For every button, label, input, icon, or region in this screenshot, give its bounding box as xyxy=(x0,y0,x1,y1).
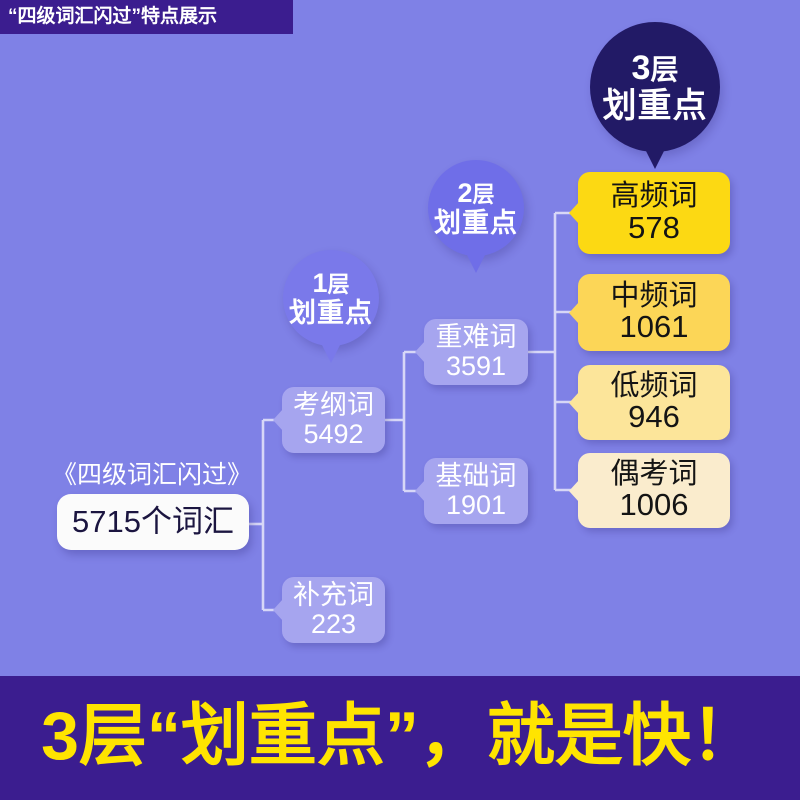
node-oukao: 偶考词 1006 xyxy=(578,453,730,528)
node-dipin-count: 946 xyxy=(628,399,680,435)
bubble-layer3-line1: 3层 xyxy=(631,48,679,87)
root-node-value: 5715个词汇 xyxy=(72,503,234,539)
node-kaogang-count: 5492 xyxy=(303,419,364,449)
node-zhongnan-count: 3591 xyxy=(445,351,507,381)
bubble-layer3-line2: 划重点 xyxy=(602,87,708,125)
bottom-banner-text: 3层“划重点”，就是快！ xyxy=(41,698,759,774)
node-jichu: 基础词 1901 xyxy=(424,458,528,524)
top-banner-text: “四级词汇闪过”特点展示 xyxy=(8,6,218,27)
node-buchong-count: 223 xyxy=(310,609,357,639)
bubble-layer1: 1层 划重点 xyxy=(283,250,379,363)
bubble-layer2-tail xyxy=(465,251,487,273)
node-gaopin-count: 578 xyxy=(628,209,680,245)
bubble-layer2: 2层 划重点 xyxy=(428,160,524,273)
node-buchong-label: 补充词 xyxy=(293,580,374,611)
node-jichu-count: 1901 xyxy=(445,490,507,520)
bottom-banner: 3层“划重点”，就是快！ xyxy=(0,676,800,800)
bubble-layer3-tail xyxy=(644,147,666,169)
node-gaopin-label: 高频词 xyxy=(610,180,698,213)
node-zhongnan: 重难词 3591 xyxy=(424,319,528,385)
top-banner: “四级词汇闪过”特点展示 xyxy=(0,0,293,34)
node-jichu-label: 基础词 xyxy=(435,461,517,492)
node-zhongpin: 中频词 1061 xyxy=(578,274,730,351)
node-buchong: 补充词 223 xyxy=(282,577,385,643)
bubble-layer1-tail xyxy=(320,341,342,363)
bubble-layer2-line2: 划重点 xyxy=(434,208,518,238)
node-dipin-label: 低频词 xyxy=(610,369,698,402)
node-dipin: 低频词 946 xyxy=(578,365,730,440)
node-zhongpin-label: 中频词 xyxy=(610,279,698,312)
node-gaopin: 高频词 578 xyxy=(578,172,730,254)
node-kaogang-label: 考纲词 xyxy=(293,390,374,421)
node-zhongpin-count: 1061 xyxy=(619,309,689,345)
node-zhongnan-label: 重难词 xyxy=(435,322,517,353)
bubble-layer2-line1: 2层 xyxy=(457,177,495,208)
root-title: 《四级词汇闪过》 xyxy=(52,461,253,489)
node-oukao-count: 1006 xyxy=(619,487,689,523)
node-kaogang: 考纲词 5492 xyxy=(282,387,385,453)
bubble-layer1-line1: 1层 xyxy=(312,267,350,298)
node-oukao-label: 偶考词 xyxy=(610,457,698,490)
root-node: 5715个词汇 xyxy=(57,494,249,550)
bubble-layer3: 3层 划重点 xyxy=(590,22,720,169)
bubble-layer1-line2: 划重点 xyxy=(289,298,373,328)
